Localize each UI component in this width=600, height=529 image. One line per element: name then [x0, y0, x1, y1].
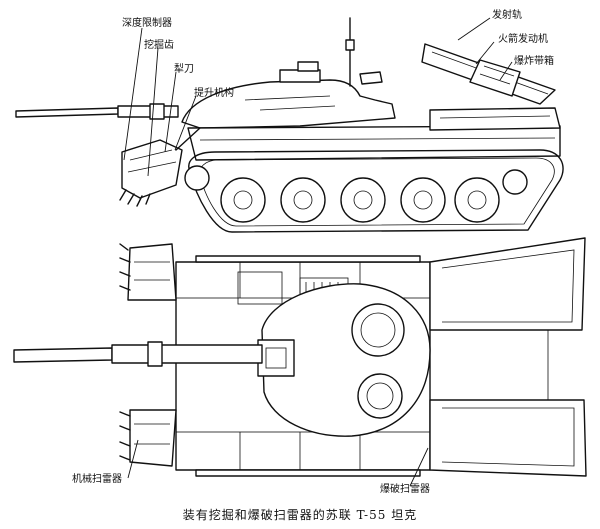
tank-side-view — [15, 17, 564, 233]
label-launch-rail: 发射轨 — [492, 10, 522, 21]
top-mine-plows — [119, 243, 177, 467]
label-explosive-charge-box: 爆炸带箱 — [514, 56, 554, 67]
top-turret — [257, 283, 431, 437]
tank-top-view — [13, 237, 587, 477]
side-turret — [181, 17, 396, 129]
side-mine-plow — [119, 127, 201, 207]
label-digging-teeth: 挖掘齿 — [144, 40, 174, 51]
side-road-wheels — [184, 165, 528, 223]
top-explosive-boxes — [429, 237, 587, 477]
label-rocket-motor: 火箭发动机 — [498, 34, 548, 45]
top-gun-barrel — [13, 341, 263, 367]
label-lifting-mechanism: 提升机构 — [194, 88, 234, 99]
figure-caption: 装有挖掘和爆破扫雷器的苏联 T-55 坦克 — [182, 508, 418, 522]
label-plow-blade: 犁刀 — [174, 64, 194, 75]
side-gun-barrel — [15, 103, 179, 120]
side-rocket-launcher — [421, 43, 556, 105]
side-track — [188, 149, 564, 233]
label-depth-limiter: 深度限制器 — [122, 18, 172, 29]
label-mechanical-mine-plow: 机械扫雷器 — [72, 474, 122, 485]
label-explosive-mine-clearer: 爆破扫雷器 — [380, 484, 430, 495]
leader-lines — [123, 17, 513, 487]
